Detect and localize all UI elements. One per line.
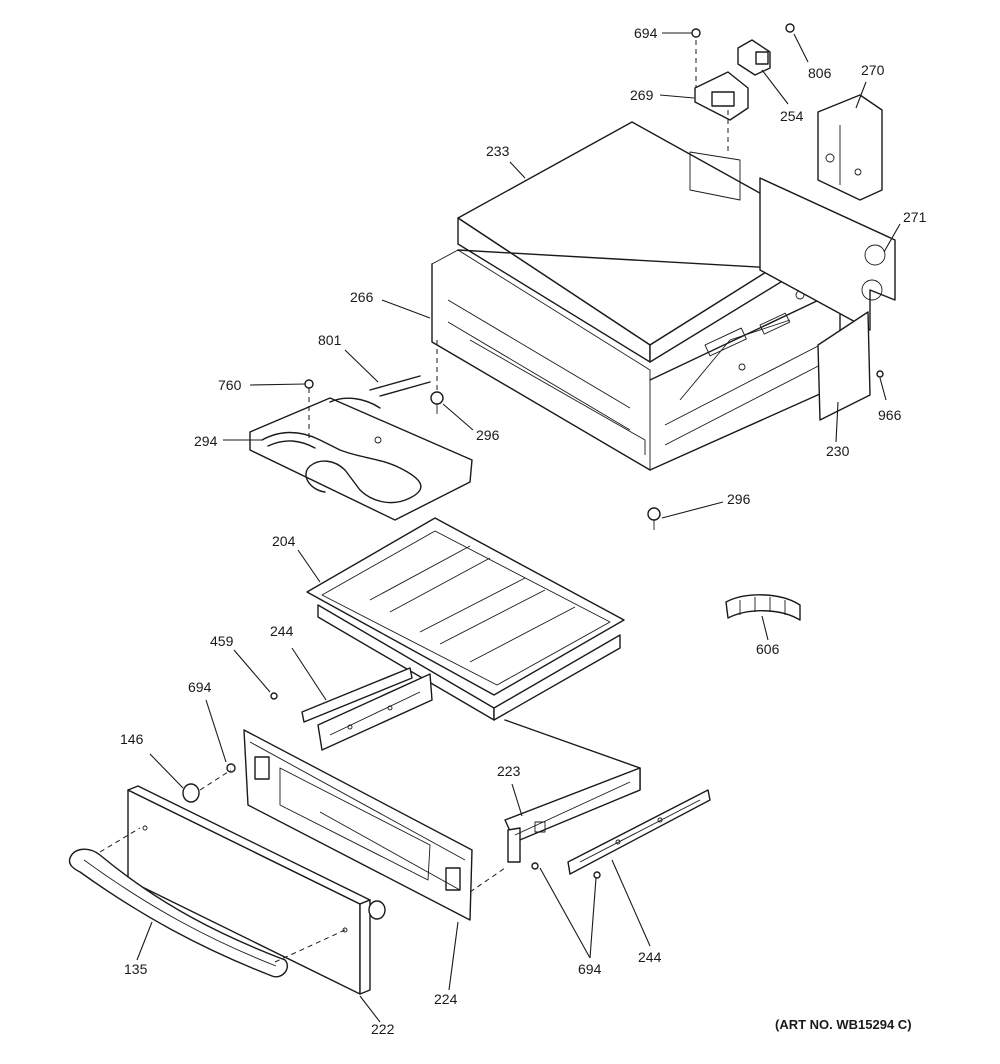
screw-966 [876, 370, 884, 378]
callout-222: 222 [371, 1021, 395, 1037]
guide-screw-694 [199, 769, 232, 791]
screw-806 [785, 23, 795, 33]
screw-296-b [647, 507, 661, 530]
side-cover-230 [817, 311, 871, 421]
slide-rail-244-left [301, 667, 433, 751]
callout-244-b: 244 [638, 949, 662, 965]
inner-panel-224 [243, 729, 473, 921]
callout-459: 459 [210, 633, 234, 649]
callout-296-a: 296 [476, 427, 500, 443]
drawer-door-222 [127, 785, 371, 995]
callout-233: 233 [486, 143, 510, 159]
callout-606: 606 [756, 641, 780, 657]
callout-204: 204 [272, 533, 296, 549]
guide-frame [469, 867, 506, 893]
vent-duct [689, 40, 741, 201]
callout-271: 271 [903, 209, 927, 225]
guide-handle-right [274, 929, 346, 963]
callout-966: 966 [878, 407, 902, 423]
callout-224: 224 [434, 991, 458, 1007]
callout-135: 135 [124, 961, 148, 977]
callout-244-a: 244 [270, 623, 294, 639]
screw-296-a [430, 391, 444, 414]
screw-694-bottom [531, 862, 601, 879]
callout-223: 223 [497, 763, 521, 779]
callout-694-mid: 694 [188, 679, 212, 695]
bake-element-294 [249, 375, 473, 521]
drawer-pan-204 [306, 517, 625, 721]
rear-bracket-270 [817, 94, 883, 201]
callout-254: 254 [780, 108, 804, 124]
switch-254 [737, 39, 771, 76]
art-number: (ART NO. WB15294 C) [775, 1017, 912, 1032]
guide-handle-left [99, 827, 141, 853]
drawer-handle-135 [68, 848, 289, 978]
screw-760 [304, 379, 314, 389]
callout-146: 146 [120, 731, 144, 747]
leader-lines [136, 32, 901, 1023]
callout-269: 269 [630, 87, 654, 103]
callout-270: 270 [861, 62, 885, 78]
screw-459 [270, 692, 278, 700]
callout-801: 801 [318, 332, 342, 348]
callout-266: 266 [350, 289, 374, 305]
callout-294: 294 [194, 433, 218, 449]
handle-cap-146 [182, 783, 386, 920]
rear-plate-271 [759, 177, 896, 331]
terminal-block-269 [694, 71, 749, 121]
slide-rail-244-right [567, 789, 711, 875]
screw-694-mid [226, 763, 236, 773]
callout-694-top: 694 [634, 25, 658, 41]
callout-230: 230 [826, 443, 850, 459]
drawer-frame-223 [504, 719, 641, 863]
callout-760: 760 [218, 377, 242, 393]
callout-694-bot: 694 [578, 961, 602, 977]
callout-296-b: 296 [727, 491, 751, 507]
screw-694-top [691, 28, 701, 38]
wire-harness-606 [725, 594, 801, 621]
callout-806: 806 [808, 65, 832, 81]
